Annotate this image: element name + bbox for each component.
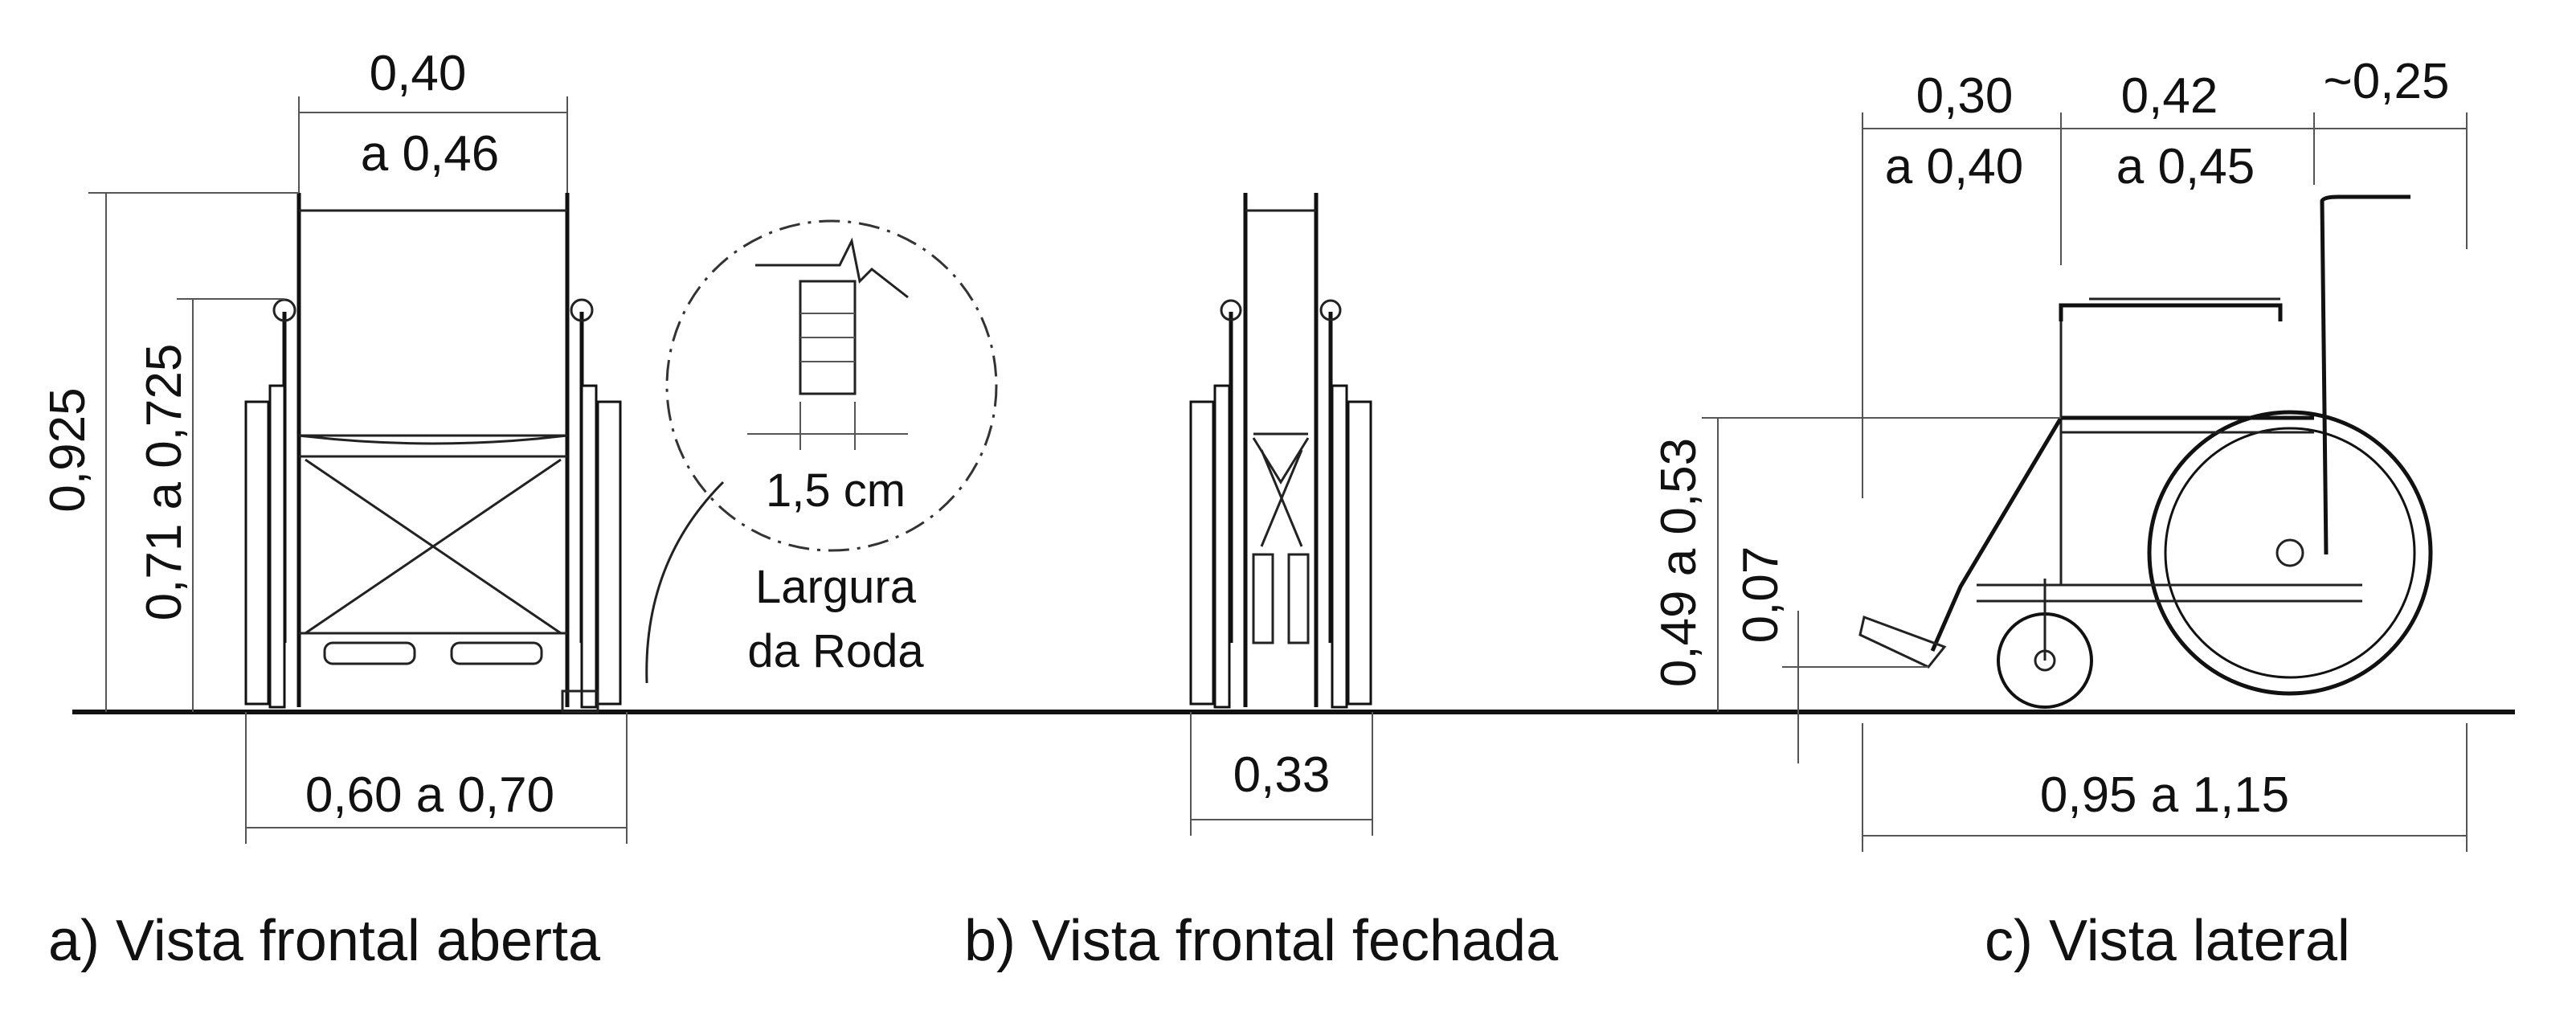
wheel-width-detail (645, 219, 998, 684)
front-closed-folded-width: 0,33 (1233, 747, 1331, 803)
front-open-armrest-height-dimension (177, 298, 284, 712)
side-footrest-height: 0,07 (1733, 546, 1789, 644)
front-closed-width-dimension (1190, 712, 1373, 836)
front-closed-caption: b) Vista frontal fechada (964, 909, 1559, 973)
side-view-wheelchair (1858, 194, 2433, 709)
side-top-dimensions (1862, 112, 2468, 498)
side-seat-height-dimension (1702, 417, 2061, 712)
front-open-base-width-dimension (245, 712, 628, 844)
front-open-total-height: 0,925 (40, 387, 96, 512)
front-open-total-height-dimension (88, 192, 299, 712)
front-open-top-width-dimension (298, 96, 568, 193)
front-open-wheelchair (244, 193, 622, 714)
side-seat-height: 0,49 a 0,53 (1651, 438, 1707, 687)
front-open-base-width: 0,60 a 0,70 (305, 767, 554, 823)
side-dim-a-2: a 0,40 (1885, 139, 2023, 194)
side-footrest-height-dimension (1782, 611, 1928, 763)
side-dim-b: 0,42 (2121, 68, 2218, 124)
side-dim-a: 0,30 (1916, 68, 2014, 124)
front-open-caption: a) Vista frontal aberta (48, 909, 601, 973)
front-closed-wheelchair (1189, 193, 1372, 709)
wheel-width-label-line2: da Roda (747, 625, 924, 677)
side-dim-b-2: a 0,45 (2116, 139, 2255, 194)
front-open-armrest-height: 0,71 a 0,725 (137, 344, 192, 621)
side-caption: c) Vista lateral (1985, 909, 2350, 973)
side-total-length-dimension (1862, 723, 2468, 852)
side-total-length: 0,95 a 1,15 (2040, 767, 2289, 823)
side-dim-c: ~0,25 (2324, 54, 2450, 109)
wheel-width-value: 1,5 cm (766, 464, 906, 517)
front-open-top-width-2: a 0,46 (361, 126, 499, 182)
front-open-top-width: 0,40 (370, 46, 467, 101)
wheel-width-label-line1: Largura (755, 561, 917, 613)
